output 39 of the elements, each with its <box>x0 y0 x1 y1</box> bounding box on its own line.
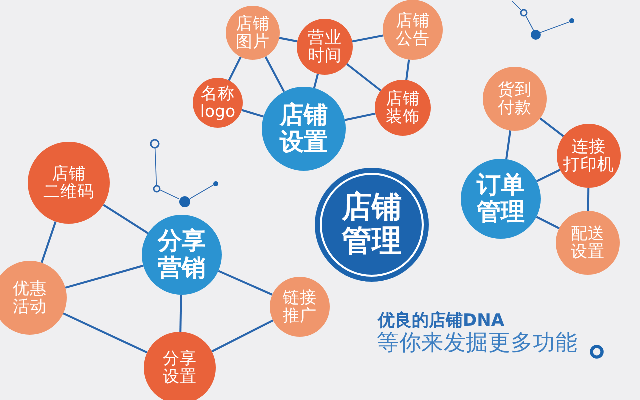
connector-line <box>264 56 286 92</box>
hub-circle: 店铺设置 <box>262 87 346 171</box>
topic-circle: 优惠活动 <box>0 261 67 335</box>
topic-circle: 店铺二维码 <box>28 142 110 224</box>
connector-line <box>63 312 148 354</box>
topic-circle: 连接打印机 <box>557 124 621 188</box>
topic-circle: 货到付款 <box>483 67 547 131</box>
connector-line <box>344 112 376 122</box>
topic-circle: 店铺图片 <box>226 6 280 60</box>
connector-line <box>536 169 561 182</box>
connector-line <box>218 270 273 296</box>
connector-line <box>228 56 242 82</box>
connector-line <box>313 74 320 89</box>
tagline: 优良的店铺DNA <box>378 313 504 330</box>
connector-line <box>587 188 590 212</box>
connector-line <box>506 130 512 160</box>
hub-circle: 订单管理 <box>461 159 541 239</box>
topic-circle: 链接推广 <box>270 277 330 337</box>
subtitle-text: 等你来发掘更多功能 <box>377 333 578 355</box>
connector-line <box>212 320 274 353</box>
connector-line <box>346 63 382 92</box>
connector-line <box>65 264 144 289</box>
connector-line <box>536 216 560 230</box>
topic-circle: 分享设置 <box>144 332 216 400</box>
topic-circle: 名称logo <box>193 78 243 128</box>
topic-circle: 配送设置 <box>556 211 620 275</box>
connector-line <box>40 222 57 264</box>
connector-line <box>242 109 264 118</box>
connector-line <box>406 60 410 80</box>
connector-line <box>180 294 182 332</box>
hub-circle: 分享营销 <box>142 215 222 295</box>
center-circle: 店铺管理 <box>315 168 429 282</box>
topic-circle: 店铺公告 <box>383 0 443 60</box>
connector-line <box>279 37 298 43</box>
topic-circle: 店铺装饰 <box>375 80 431 136</box>
connector-line <box>103 204 149 234</box>
connector-line <box>540 118 564 138</box>
connector-line <box>352 34 384 43</box>
topic-circle: 营业时间 <box>297 19 353 75</box>
